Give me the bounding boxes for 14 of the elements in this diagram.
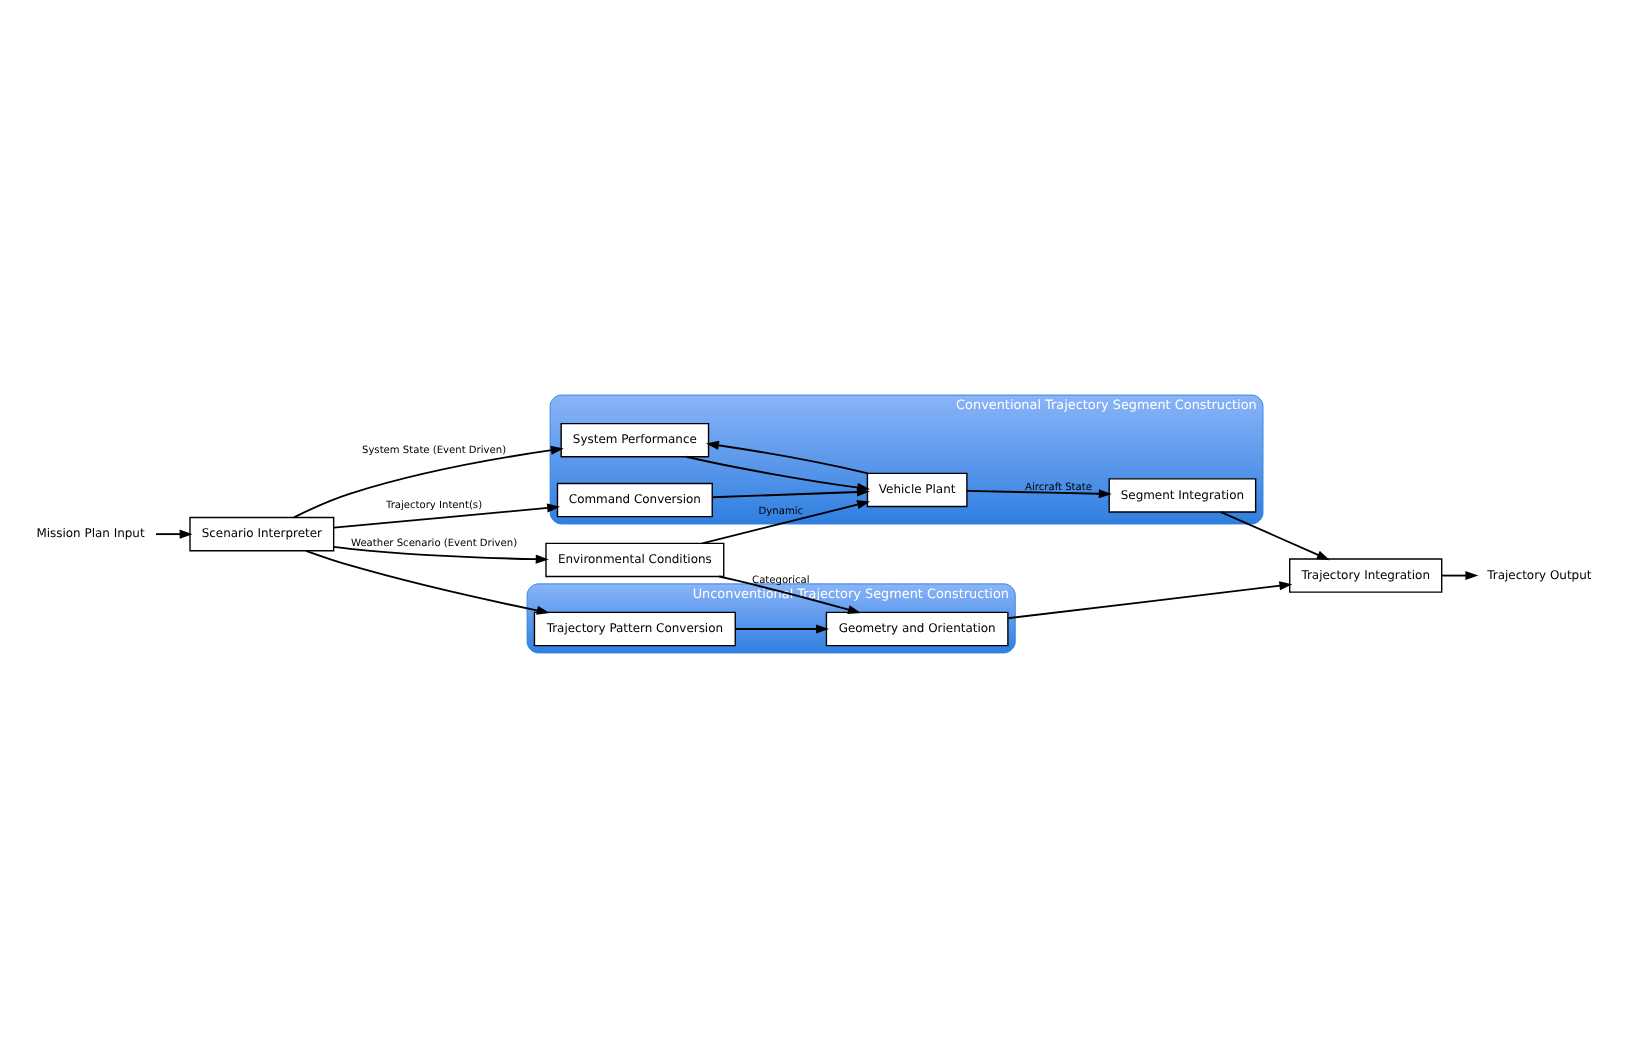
arrow	[705, 439, 869, 474]
arrow	[293, 444, 564, 518]
arrow	[718, 574, 861, 613]
arrow	[1007, 580, 1293, 619]
arrow	[1220, 510, 1330, 560]
arrow	[305, 548, 550, 614]
arrow	[734, 623, 829, 633]
arrow	[701, 499, 871, 544]
arrow	[1440, 570, 1479, 580]
arrow	[155, 528, 193, 538]
arrow	[332, 544, 549, 563]
arrow	[966, 488, 1112, 498]
arrow	[332, 502, 561, 528]
arrow	[711, 486, 870, 498]
